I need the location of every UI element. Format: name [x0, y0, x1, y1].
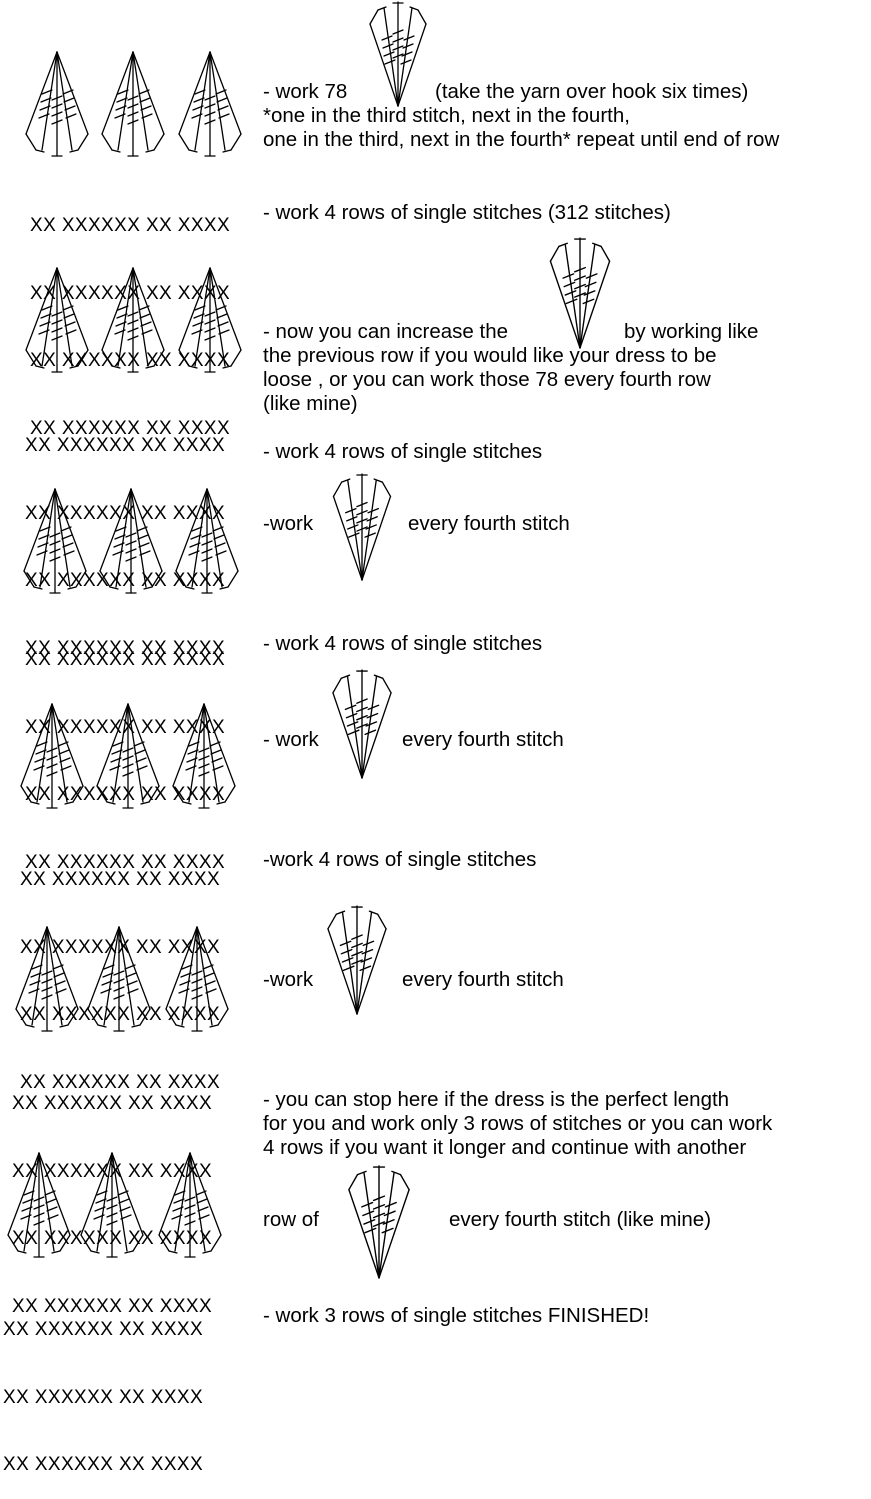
fan-stitch-symbol [25, 267, 89, 373]
inverted-fan-stitch-icon [549, 237, 611, 349]
fan-stitch-symbol [175, 488, 239, 594]
stitch-row: XX XXXXXX XX XXXX [20, 1071, 221, 1093]
stitch-row: XX XXXXXX XX XXXX [25, 716, 226, 738]
stitch-row: XX XXXXXX XX XXXX [12, 1093, 213, 1114]
inverted-fan-stitch-icon [332, 473, 392, 581]
fan-stitch-symbol [80, 1152, 144, 1258]
instruction-text: every fourth stitch [402, 728, 564, 751]
fan-stitch-symbol [172, 703, 236, 809]
stitch-row: XX XXXXXX XX XXXX [30, 282, 231, 304]
single-stitch-grid: XX XXXXXX XX XXXX XX XXXXXX XX XXXX XX X… [3, 1274, 203, 1499]
crochet-pattern-diagram: { "stitch_row_text": "XX XXXXXX XX XXXX"… [3, 1, 780, 1475]
single-stitch-grid: XX XXXXXX XX XXXX XX XXXXXX XX XXXX XX X… [25, 390, 225, 683]
instruction-text: (like mine) [263, 392, 358, 415]
stitch-row: XX XXXXXX XX XXXX [3, 1386, 204, 1408]
inverted-fan-stitch-icon [332, 669, 392, 779]
fan-stitch-symbol [23, 488, 87, 594]
instruction-text: - now you can increase the [263, 320, 508, 343]
instruction-text: every fourth stitch [408, 512, 570, 535]
stitch-row: XX XXXXXX XX XXXX [25, 435, 226, 456]
fan-stitch-symbol [96, 703, 160, 809]
instruction-text: by working like [624, 320, 759, 343]
instruction-text: the previous row if you would like your … [263, 344, 717, 367]
stitch-row: XX XXXXXX XX XXXX [30, 417, 231, 439]
instruction-text: - you can stop here if the dress is the … [263, 1088, 730, 1111]
stitch-row: XX XXXXXX XX XXXX [25, 851, 226, 873]
fan-stitch-symbol [25, 51, 89, 157]
instruction-text: one in the third, next in the fourth* re… [263, 128, 780, 151]
fan-stitch-symbol [7, 1152, 71, 1258]
stitch-row: XX XXXXXX XX XXXX [20, 869, 221, 890]
instruction-text: -work [263, 512, 314, 535]
fan-stitch-symbol [20, 703, 84, 809]
fan-stitch-symbol [158, 1152, 222, 1258]
inverted-fan-stitch-icon [348, 1165, 410, 1279]
stitch-row: XX XXXXXX XX XXXX [3, 1454, 204, 1475]
stitch-row: XX XXXXXX XX XXXX [25, 637, 226, 659]
instruction-text: - work 78 [263, 80, 348, 103]
instruction-text: row of [263, 1208, 319, 1231]
instruction-text: - work 4 rows of single stitches [263, 632, 543, 655]
fan-stitch-symbol [99, 488, 163, 594]
inverted-fan-stitch-icon [327, 905, 387, 1015]
fan-stitch-symbol [15, 926, 79, 1032]
instruction-text: every fourth stitch (like mine) [449, 1208, 712, 1231]
fan-stitch-symbol [101, 51, 165, 157]
instruction-text: - work 3 rows of single stitches FINISHE… [263, 1304, 650, 1327]
inverted-fan-stitch-icon [369, 1, 427, 107]
instruction-text: (take the yarn over hook six times) [435, 80, 749, 103]
fan-stitch-symbol [101, 267, 165, 373]
stitch-row: XX XXXXXX XX XXXX [30, 215, 231, 236]
fan-stitch-symbol [178, 267, 242, 373]
stitch-row: XX XXXXXX XX XXXX [25, 649, 226, 670]
stitch-row: XX XXXXXX XX XXXX [3, 1319, 204, 1340]
instruction-text: *one in the third stitch, next in the fo… [263, 104, 630, 127]
instruction-text: - work 4 rows of single stitches (312 st… [263, 201, 671, 224]
stitch-row: XX XXXXXX XX XXXX [12, 1295, 213, 1317]
fan-stitch-symbol [178, 51, 242, 157]
instruction-text: every fourth stitch [402, 968, 564, 991]
fan-stitch-symbol [87, 926, 151, 1032]
instruction-text: - work 4 rows of single stitches [263, 440, 543, 463]
instruction-text: - work [263, 728, 319, 751]
instruction-text: -work [263, 968, 314, 991]
instruction-text: loose , or you can work those 78 every f… [263, 368, 711, 391]
fan-stitch-symbol [165, 926, 229, 1032]
instruction-text: 4 rows if you want it longer and continu… [263, 1136, 747, 1159]
instruction-text: for you and work only 3 rows of stitches… [263, 1112, 773, 1135]
instruction-text: -work 4 rows of single stitches [263, 848, 537, 871]
